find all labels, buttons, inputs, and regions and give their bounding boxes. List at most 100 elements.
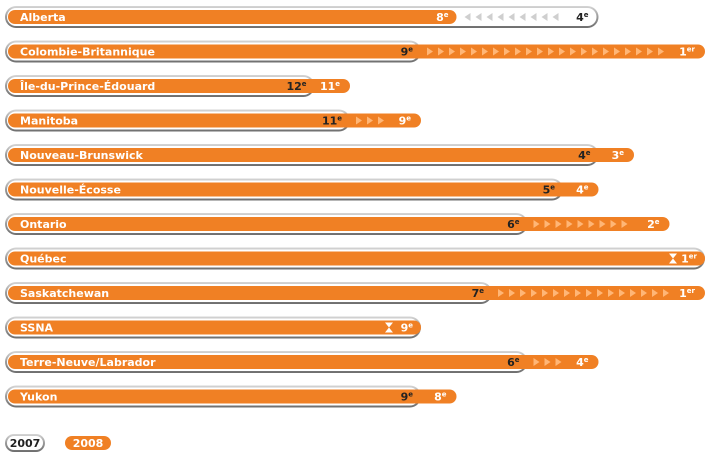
bar-2008 [8,182,599,197]
legend-swatch-2007-inner [7,436,43,450]
bar-2008 [8,44,705,59]
arrow-right-icon [555,220,562,228]
arrow-right-icon [498,289,504,297]
arrow-left-icon [552,13,559,21]
rank-2008-num: 2 [647,218,655,231]
rank-2008-suffix: er [689,253,698,261]
rank-2008-num: 1 [679,287,687,300]
rank-2008-num: 4 [576,184,584,197]
row-3: Manitoba 11e 9 e [5,109,421,132]
rank-2007-suffix: e [337,115,342,123]
bar-2008 [8,389,457,404]
arrow-right-icon [378,116,384,125]
arrow-right-icon [570,47,576,56]
arrow-right-icon [482,47,488,56]
rank-2008: 1er [681,253,697,266]
arrow-right-icon [608,289,614,297]
arrow-right-icon [544,358,551,366]
rank-2007: 11e [322,115,342,128]
bar-2008 [8,286,705,300]
arrow-right-icon [586,289,592,297]
arrow-left-icon [464,13,471,21]
bar-2008 [8,355,599,369]
row-label: Nouvelle-Écosse [20,184,121,197]
row-7: Québec 1er [5,247,705,270]
arrow-right-icon [559,47,565,56]
rank-2007: 9e [401,391,414,404]
arrow-right-icon [555,358,562,366]
arrow-right-icon [630,289,636,297]
rank-2007-num: 6 [507,356,515,369]
rank-2008-num: 8 [436,11,444,24]
row-label: Terre-Neuve/Labrador [20,356,156,369]
row-label: Alberta [20,11,66,24]
rank-2007: 6e [507,218,520,231]
arrow-right-icon [356,116,362,125]
arrow-right-icon [658,47,664,56]
arrow-right-icon [427,47,433,56]
row-0: Alberta 8e 4e [5,6,599,28]
arrow-right-icon [438,47,444,56]
rank-2008-num: 1 [679,46,687,59]
arrow-right-icon [520,289,526,297]
row-label: Yukon [19,391,57,404]
rank-2007: 5e [543,184,556,197]
row-label: Saskatchewan [20,287,109,300]
rank-2007-num: 6 [507,218,515,231]
rank-2008-suffix: e [655,218,660,226]
rank-2008-suffix: e [335,80,340,88]
rank-2007: 4e [576,11,589,24]
rank-2008: 1er [679,287,695,300]
arrow-right-icon [367,116,373,125]
arrow-left-icon [497,13,504,21]
rank-2008-num: 9 [399,115,407,128]
rank-2008-suffix: e [444,11,449,19]
rank-2008-num: 1 [681,253,689,266]
arrow-right-icon [599,220,606,228]
row-label: Nouveau-Brunswick [20,149,144,162]
rank-2008: 4e [576,184,589,197]
arrow-right-icon [614,47,620,56]
arrow-right-icon [566,220,573,228]
rank-2007-suffix: e [515,218,520,226]
arrow-right-icon [564,289,570,297]
rank-2007-num: 4 [578,149,586,162]
rank-2008: 8e [434,391,447,404]
row-label: Manitoba [20,115,78,128]
arrow-right-icon [471,47,477,56]
arrow-right-icon [460,47,466,56]
row-11: Yukon 9e 8e [5,385,457,408]
arrow-right-icon [641,289,647,297]
unchanged-icon [385,322,393,333]
rank-2007: 12e [286,80,306,93]
rank-2008: 11e [320,80,340,93]
rank-2007-suffix: e [550,184,555,192]
rank-2007-suffix: e [408,46,413,54]
bar-2008 [8,251,705,266]
unchanged-icon [669,253,677,264]
arrow-right-icon [531,289,537,297]
rank-2007-num: 11 [322,115,337,128]
rank-2008: 9e [401,322,414,335]
bar-2008 [8,217,670,231]
row-label: Québec [20,253,67,266]
arrow-right-icon [548,47,554,56]
rank-2007-num: 9 [401,391,409,404]
arrow-right-icon [588,220,595,228]
rank-2008-num: 8 [434,391,442,404]
rank-2008-suffix: e [619,149,624,157]
rank-2008: 1er [679,46,695,59]
arrow-right-icon [603,47,609,56]
rank-2008-suffix: e [584,356,589,364]
arrow-right-icon [449,47,455,56]
row-label: Colombie-Britannique [20,46,155,59]
arrow-right-icon [515,47,521,56]
arrow-right-icon [542,289,548,297]
rank-2008-suffix: e [408,322,413,330]
